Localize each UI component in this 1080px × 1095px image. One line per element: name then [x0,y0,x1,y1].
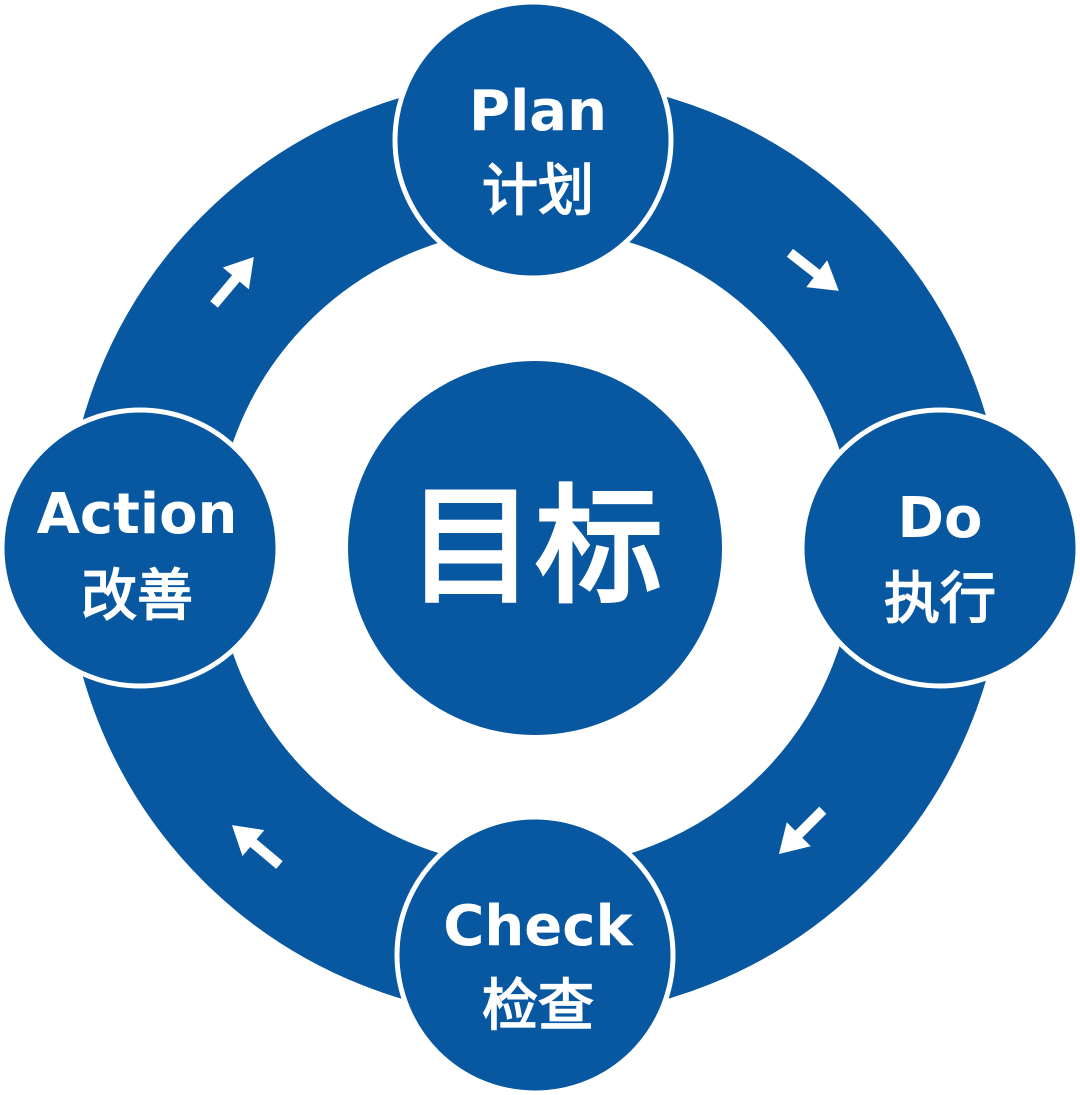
node-check-label-zh: 检查 [482,974,594,1039]
node-check-circle [394,814,676,1095]
node-action-label-zh: 改善 [81,564,193,629]
node-do: Do 执行 [799,407,1080,689]
node-check: Check 检查 [394,814,676,1095]
node-do-label-en: Do [898,486,983,551]
arrow-action-to-plan-icon [210,256,254,308]
node-plan: Plan 计划 [392,0,674,281]
node-plan-circle [392,0,674,281]
node-action: Action 改善 [0,407,281,689]
node-plan-label-en: Plan [469,79,607,144]
arrow-do-to-check-icon [778,806,827,855]
node-do-circle [799,407,1080,689]
center-goal-circle [348,361,722,735]
node-action-label-en: Action [37,482,238,547]
node-plan-label-zh: 计划 [482,159,594,224]
arrow-plan-to-do-icon [786,248,839,291]
node-action-circle [0,407,281,689]
center-goal-label: 目标 [407,473,663,622]
arrow-check-to-action-icon [231,825,283,869]
node-check-label-en: Check [443,894,634,959]
node-do-label-zh: 执行 [884,567,996,632]
